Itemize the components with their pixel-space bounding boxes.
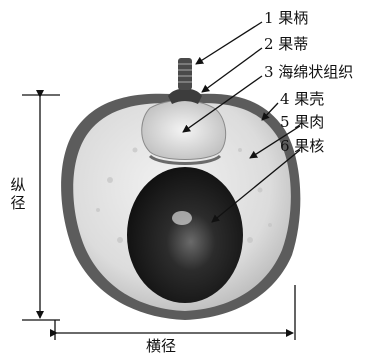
label-spongy-tissue: 3 海绵状组织 — [264, 64, 353, 80]
spongy-tissue — [142, 101, 226, 160]
label-vertical-diameter: 纵 径 — [9, 176, 27, 212]
vertical-char-2: 径 — [10, 194, 25, 212]
label-calyx: 2 果蒂 — [264, 36, 308, 52]
vertical-dimension — [22, 95, 60, 320]
label-stalk: 1 果柄 — [264, 10, 308, 26]
label-horizontal-diameter: 横径 — [146, 338, 176, 354]
leader-line-stalk — [196, 22, 262, 64]
seed-highlight — [172, 211, 192, 225]
label-flesh: 5 果肉 — [280, 114, 324, 130]
label-shell: 4 果壳 — [280, 91, 324, 107]
fruit-stalk — [178, 58, 192, 90]
vertical-char-1: 纵 — [10, 176, 25, 194]
seed-pit — [127, 167, 243, 303]
label-seed: 6 果核 — [280, 138, 324, 154]
